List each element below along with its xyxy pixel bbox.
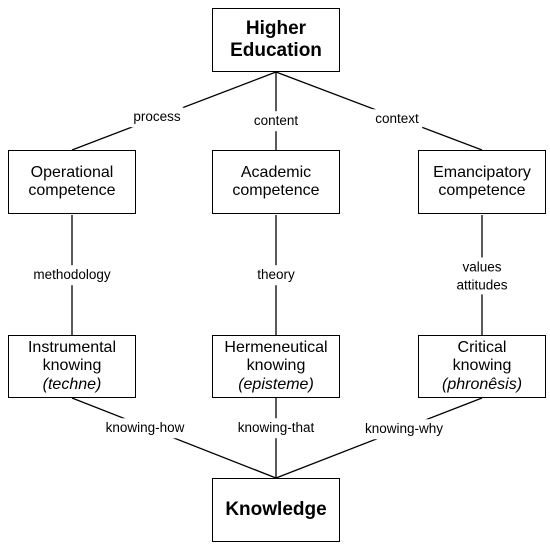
- edge-label-knowing-how: knowing-how: [102, 418, 188, 438]
- node-critical-line1: Critical: [457, 338, 507, 356]
- edge-label-knowing-that: knowing-that: [234, 418, 318, 438]
- node-emancipatory-line1: Emancipatory: [433, 163, 531, 181]
- edge-label-values-attitudes: values attitudes: [453, 257, 511, 295]
- node-critical-line2: knowing: [452, 357, 512, 375]
- edge-label-attitudes: attitudes: [456, 277, 508, 292]
- node-higher-education-line1: Higher: [245, 18, 307, 40]
- node-academic-line2: competence: [232, 182, 320, 199]
- edge-label-values: values: [462, 259, 502, 275]
- node-hermeneutical-line1: Hermeneutical: [224, 338, 328, 356]
- edge-label-theory: theory: [254, 265, 298, 285]
- node-knowledge-label: Knowledge: [225, 499, 327, 521]
- edge-label-content: content: [250, 111, 302, 131]
- node-academic-competence: Academic competence: [212, 150, 340, 214]
- node-hermeneutical-knowing: Hermeneutical knowing (episteme): [212, 335, 340, 398]
- node-hermeneutical-line3: (episteme): [238, 375, 314, 393]
- edge-label-context: context: [372, 109, 422, 129]
- node-operational-line1: Operational: [30, 163, 114, 181]
- node-operational-line2: competence: [28, 182, 116, 199]
- node-instrumental-line3: (techne): [42, 375, 102, 393]
- node-critical-knowing: Critical knowing (phronêsis): [418, 335, 546, 398]
- node-emancipatory-competence: Emancipatory competence: [418, 150, 546, 214]
- node-instrumental-line1: Instrumental: [27, 338, 117, 356]
- edge-label-knowing-why: knowing-why: [361, 419, 447, 439]
- node-instrumental-line2: knowing: [42, 357, 102, 375]
- node-instrumental-knowing: Instrumental knowing (techne): [8, 335, 136, 398]
- edge-label-process: process: [130, 107, 184, 127]
- node-hermeneutical-line2: knowing: [246, 357, 306, 375]
- node-higher-education: Higher Education: [212, 8, 340, 72]
- edge-instrumental-to-knowledge: [71, 397, 277, 479]
- node-academic-line1: Academic: [240, 163, 312, 181]
- node-higher-education-line2: Education: [230, 40, 322, 61]
- node-emancipatory-line2: competence: [438, 182, 526, 199]
- node-critical-line3: (phronêsis): [441, 375, 523, 393]
- edge-label-methodology: methodology: [30, 265, 114, 285]
- node-knowledge: Knowledge: [212, 478, 340, 542]
- node-operational-competence: Operational competence: [8, 150, 136, 214]
